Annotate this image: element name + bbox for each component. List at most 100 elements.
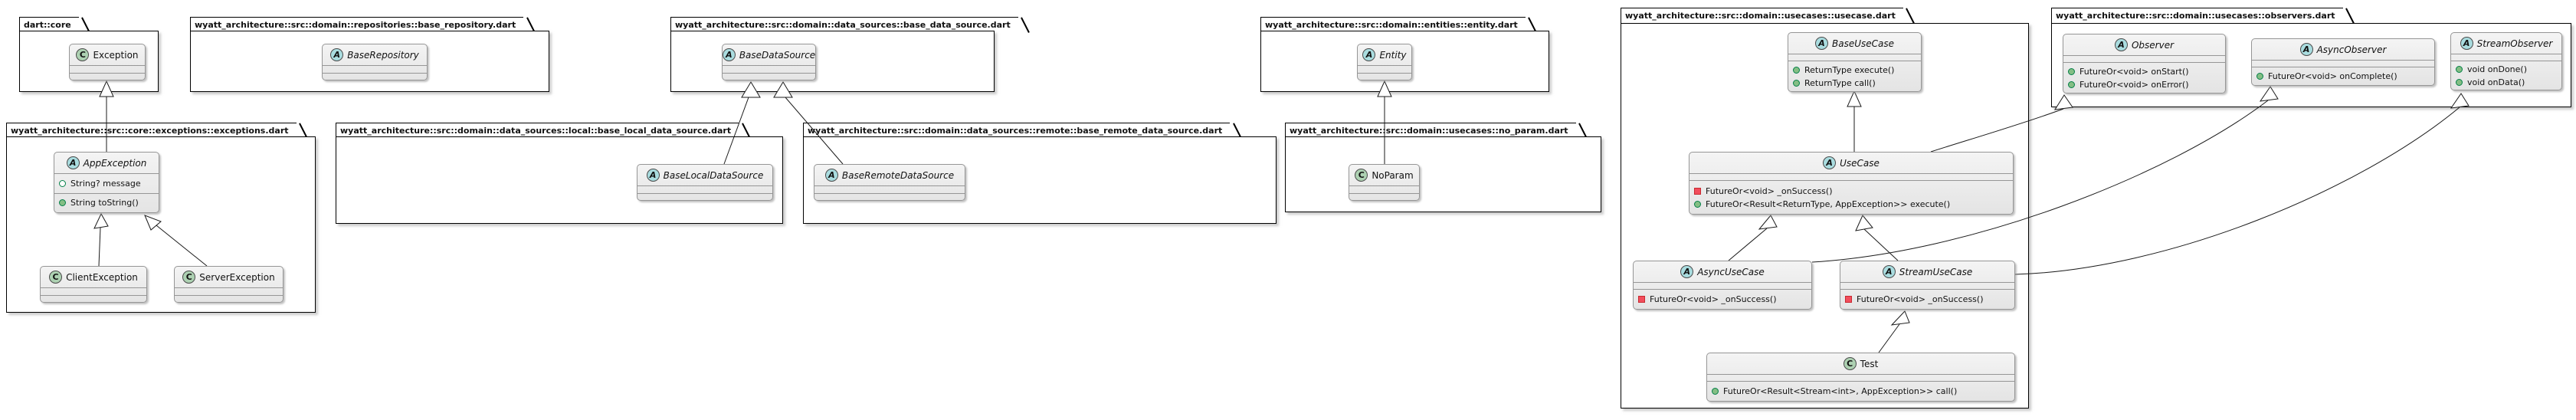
fields-compartment	[1689, 174, 2013, 181]
abstract-marker-icon: A	[1362, 48, 1376, 61]
fields-compartment	[2252, 61, 2434, 67]
method-text: FutureOr<void> _onSuccess()	[1706, 185, 1833, 196]
method-text: FutureOr<void> _onSuccess()	[1857, 294, 1984, 304]
abstract-marker-icon: A	[2460, 37, 2473, 50]
abstract-marker-icon: A	[824, 169, 838, 182]
package-tab-base-local-data-source: wyatt_architecture::src::domain::data_so…	[336, 123, 739, 138]
package-no-param	[1285, 136, 1601, 212]
fields-compartment	[637, 186, 772, 194]
class-name: Test	[1860, 358, 1879, 369]
package-title: wyatt_architecture::src::domain::reposit…	[195, 20, 516, 30]
package-title: wyatt_architecture::src::domain::usecase…	[1290, 126, 1568, 136]
method-text: String toString()	[70, 198, 139, 208]
method-row: FutureOr<void> onError()	[2063, 78, 2225, 91]
method-text: void onData()	[2467, 77, 2525, 87]
package-title: wyatt_architecture::src::domain::entitie…	[1265, 20, 1518, 30]
method-row: FutureOr<Result<ReturnType, AppException…	[1689, 198, 2013, 211]
class-marker-icon: C	[76, 48, 90, 61]
public-method-icon	[2456, 79, 2463, 86]
method-row: FutureOr<Result<Stream<int>, AppExceptio…	[1707, 385, 2014, 398]
method-text: FutureOr<void> onStart()	[2079, 66, 2189, 77]
public-method-icon	[2256, 73, 2263, 80]
fields-compartment	[1707, 375, 2014, 382]
method-row: void onDone()	[2451, 63, 2561, 76]
fields-compartment	[1788, 54, 1921, 61]
class-name: Observer	[2131, 39, 2175, 51]
private-method-icon	[1694, 187, 1701, 195]
class-no-param: C NoParam	[1349, 164, 1420, 201]
package-base-remote-data-source	[803, 136, 1277, 224]
method-text: FutureOr<void> _onSuccess()	[1650, 294, 1777, 304]
class-name: BaseRemoteDataSource	[841, 169, 955, 181]
fields-compartment	[814, 186, 965, 194]
field-text: String? message	[70, 178, 141, 189]
methods-compartment	[1358, 74, 1411, 80]
methods-compartment: FutureOr<void> _onSuccess() FutureOr<Res…	[1689, 181, 2013, 214]
abstract-marker-icon: A	[66, 156, 80, 169]
field-row: String? message	[54, 174, 159, 194]
fields-compartment	[1840, 283, 2014, 290]
abstract-marker-icon: A	[723, 48, 736, 61]
abstract-marker-icon: A	[646, 169, 660, 182]
package-title: wyatt_architecture::src::core::exception…	[11, 126, 289, 136]
private-method-icon	[1638, 296, 1645, 303]
method-row: FutureOr<void> _onSuccess()	[1840, 293, 2014, 306]
package-tab-base-repository: wyatt_architecture::src::domain::reposit…	[190, 17, 524, 32]
public-method-icon	[2456, 66, 2463, 73]
methods-compartment: FutureOr<Result<Stream<int>, AppExceptio…	[1707, 382, 2014, 401]
class-marker-icon: C	[1843, 357, 1857, 370]
method-row: FutureOr<void> _onSuccess()	[1634, 293, 1811, 306]
abstract-marker-icon: A	[2299, 43, 2313, 56]
package-tab-exceptions: wyatt_architecture::src::core::exception…	[6, 123, 297, 138]
abstract-marker-icon: A	[1823, 156, 1837, 169]
fields-compartment	[1358, 66, 1411, 74]
package-tab-base-remote-data-source: wyatt_architecture::src::domain::data_so…	[803, 123, 1231, 138]
method-row: String toString()	[54, 194, 159, 213]
class-name: AppException	[83, 157, 147, 169]
class-name: StreamUseCase	[1899, 266, 1973, 277]
methods-compartment: FutureOr<void> _onSuccess()	[1634, 290, 1811, 309]
fields-compartment	[175, 288, 283, 296]
class-name: NoParam	[1372, 169, 1414, 181]
method-text: FutureOr<Result<ReturnType, AppException…	[1706, 199, 1951, 209]
method-row: FutureOr<void> onStart()	[2063, 65, 2225, 78]
class-marker-icon: C	[182, 271, 196, 284]
method-text: FutureOr<void> onComplete()	[2268, 71, 2397, 81]
methods-compartment	[175, 296, 283, 303]
package-tab-entity: wyatt_architecture::src::domain::entitie…	[1260, 17, 1526, 32]
methods-compartment	[41, 296, 146, 303]
public-method-icon	[1793, 79, 1800, 87]
class-marker-icon: C	[49, 271, 63, 284]
public-method-icon	[2068, 67, 2075, 75]
method-row: FutureOr<void> _onSuccess()	[1689, 185, 2013, 198]
class-name: BaseUseCase	[1831, 38, 1894, 49]
methods-compartment	[323, 74, 427, 80]
public-method-icon	[59, 199, 66, 207]
class-name: ClientException	[66, 271, 138, 283]
methods-compartment	[70, 74, 145, 80]
abstract-marker-icon: A	[1882, 265, 1896, 278]
class-name: UseCase	[1840, 157, 1880, 169]
package-title: wyatt_architecture::src::domain::data_so…	[340, 126, 732, 136]
abstract-marker-icon: A	[330, 48, 344, 61]
realization-streamusecase-streamobserver	[2014, 93, 2469, 275]
class-name: BaseDataSource	[739, 49, 816, 61]
class-name: Entity	[1379, 49, 1407, 61]
abstract-marker-icon: A	[2114, 38, 2128, 51]
package-tab-base-data-source: wyatt_architecture::src::domain::data_so…	[670, 17, 1018, 32]
class-marker-icon: C	[1355, 169, 1368, 182]
public-method-icon	[1712, 388, 1719, 395]
public-field-icon	[59, 179, 66, 187]
package-tab-no-param: wyatt_architecture::src::domain::usecase…	[1285, 123, 1576, 138]
method-row: FutureOr<void> onComplete()	[2252, 70, 2434, 83]
fields-compartment	[1634, 283, 1811, 290]
